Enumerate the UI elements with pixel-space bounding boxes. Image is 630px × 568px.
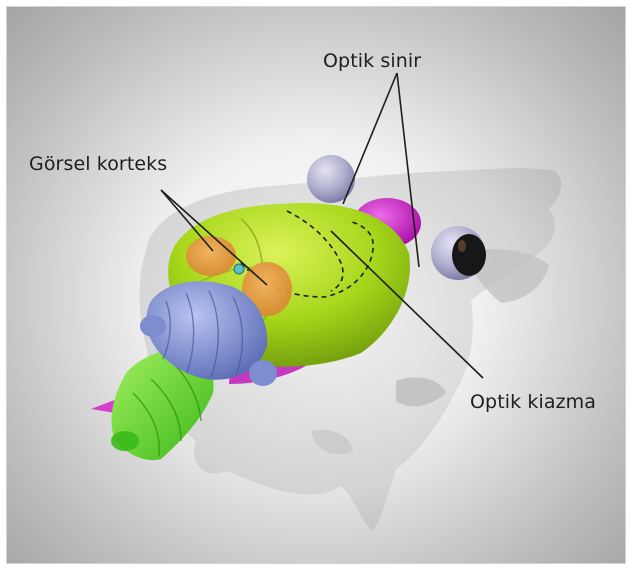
diagram-stage: Optik sinir Görsel korteks Optik kiazma (6, 6, 626, 564)
pupil (452, 234, 486, 276)
visual-cortex-label: Görsel korteks (29, 153, 167, 175)
optic-chiasm-label: Optik kiazma (470, 391, 596, 413)
colliculus-dot (234, 264, 244, 274)
mouse-brain-figure (7, 7, 625, 563)
left-eyeball (307, 155, 355, 203)
optic-nerve-label: Optik sinir (323, 50, 421, 72)
